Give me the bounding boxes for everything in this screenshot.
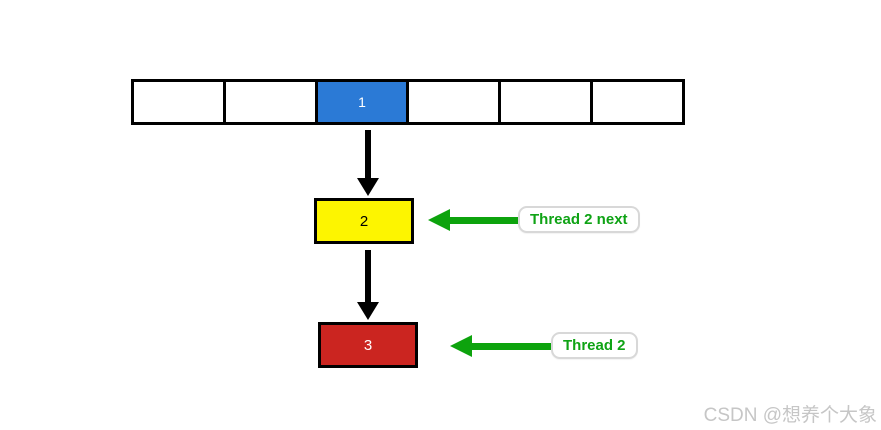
green-arrow-2-head bbox=[450, 335, 472, 357]
down-arrow-1-shaft bbox=[365, 130, 371, 178]
bucket-array: 1 bbox=[131, 79, 685, 125]
node-2: 2 bbox=[314, 198, 414, 244]
thread-2-label: Thread 2 bbox=[551, 332, 638, 359]
down-arrow-2-head bbox=[357, 302, 379, 320]
array-cell-3 bbox=[409, 82, 502, 122]
thread-2-next-label: Thread 2 next bbox=[518, 206, 640, 233]
green-arrow-2-shaft bbox=[470, 343, 551, 350]
watermark: CSDN @想养个大象 bbox=[703, 405, 877, 426]
node-3: 3 bbox=[318, 322, 418, 368]
down-arrow-2-shaft bbox=[365, 250, 371, 302]
array-cell-1 bbox=[225, 82, 318, 122]
array-cell-2: 1 bbox=[317, 82, 410, 122]
green-arrow-1-shaft bbox=[448, 217, 518, 224]
array-cell-4 bbox=[501, 82, 594, 122]
green-arrow-1-head bbox=[428, 209, 450, 231]
array-cell-5 bbox=[593, 82, 682, 122]
down-arrow-1-head bbox=[357, 178, 379, 196]
array-cell-0 bbox=[134, 82, 226, 122]
